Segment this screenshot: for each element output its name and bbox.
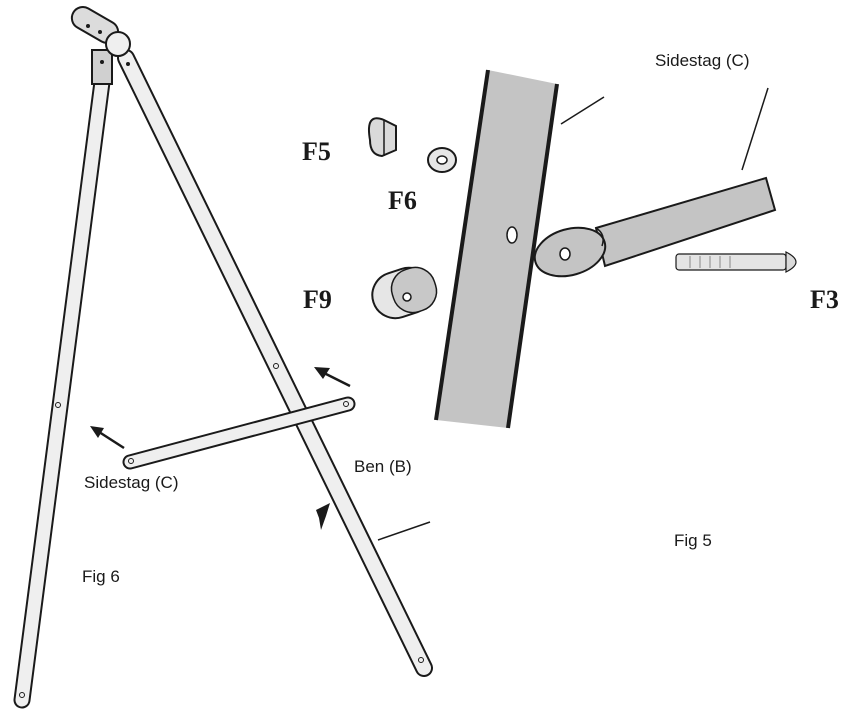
spacer-f9 — [371, 266, 438, 320]
label-f3: F3 — [810, 285, 839, 314]
ben-leader-line — [377, 521, 431, 541]
arrow-brace-left — [90, 426, 125, 450]
side-brace — [122, 396, 356, 470]
arrow-brace-right — [314, 367, 351, 388]
leg-leader-line — [560, 96, 605, 125]
label-f9: F9 — [303, 285, 332, 314]
fig5-detail — [368, 69, 797, 429]
label-f6: F6 — [388, 186, 417, 215]
cursor-mark — [316, 503, 330, 530]
washer-f6 — [427, 147, 457, 173]
left-leg — [13, 73, 111, 709]
label-sidestag-fig6: Sidestag (C) — [84, 473, 178, 492]
leg-section — [434, 69, 559, 429]
ben-leg — [117, 49, 433, 677]
cap-nut-f5 — [368, 117, 397, 158]
fig6-a-frame — [13, 6, 433, 709]
label-ben: Ben (B) — [354, 457, 412, 476]
brace-end — [533, 176, 777, 278]
brace-leader-line — [741, 87, 769, 171]
label-fig5: Fig 5 — [674, 531, 712, 550]
label-sidestag-fig5: Sidestag (C) — [655, 51, 749, 70]
top-hinge — [70, 6, 131, 85]
label-fig6: Fig 6 — [82, 567, 120, 586]
label-f5: F5 — [302, 137, 331, 166]
bolt-f3 — [675, 251, 797, 273]
